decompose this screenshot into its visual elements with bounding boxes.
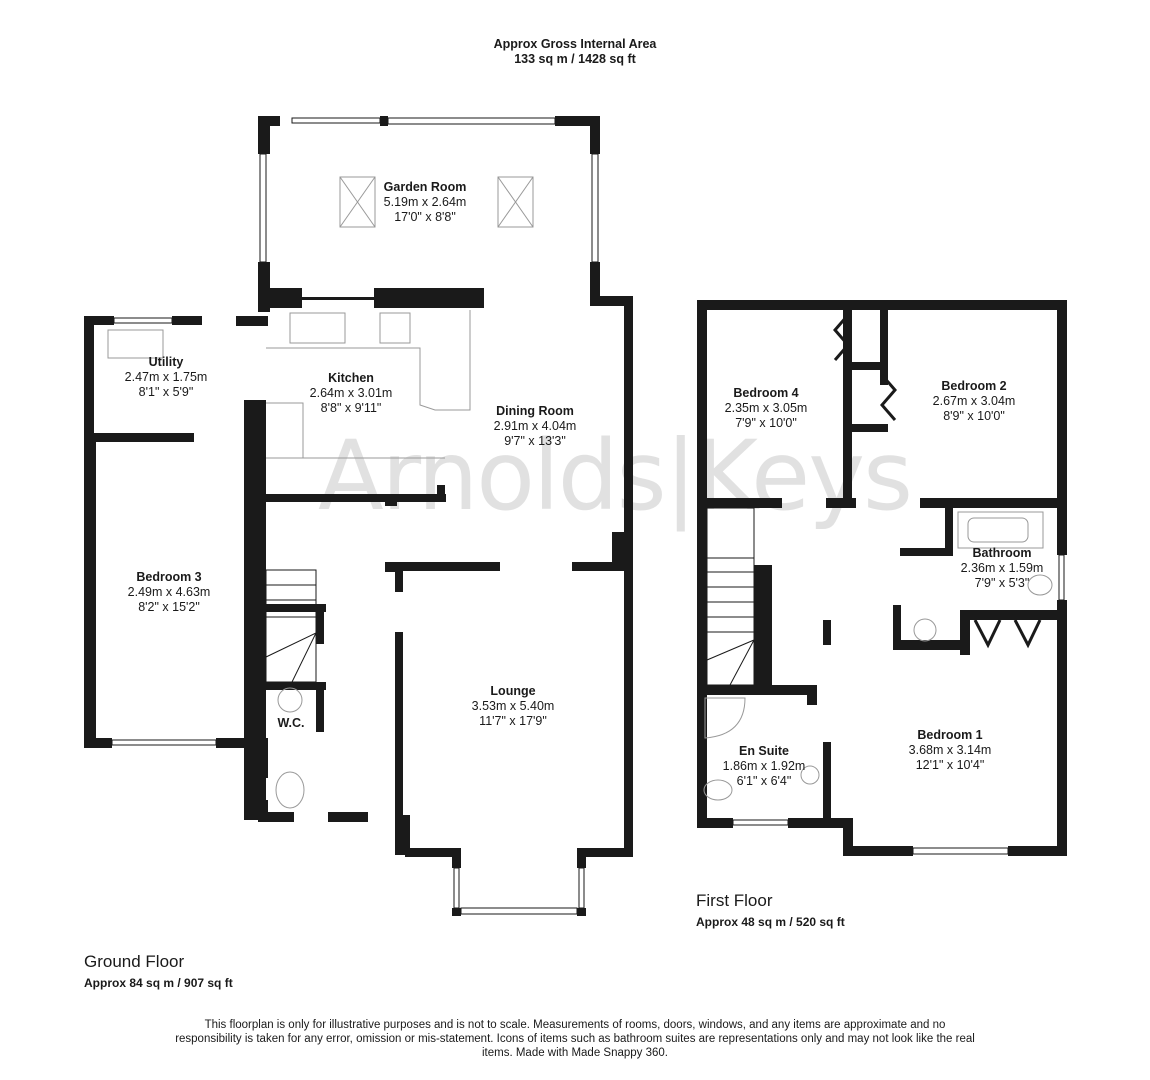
room-imperial: 11'7" x 17'9" bbox=[479, 714, 547, 728]
room-metric: 2.67m x 3.04m bbox=[932, 394, 1016, 408]
room-name: Garden Room bbox=[383, 180, 467, 194]
room-bedroom-1: Bedroom 1 3.68m x 3.14m 12'1" x 10'4" bbox=[909, 728, 992, 773]
room-name: Bathroom bbox=[972, 546, 1032, 560]
gross-area-value: 133 sq m / 1428 sq ft bbox=[514, 52, 636, 66]
room-imperial: 6'1" x 6'4" bbox=[736, 774, 792, 788]
room-name: Bedroom 3 bbox=[136, 570, 202, 584]
room-imperial: 12'1" x 10'4" bbox=[915, 758, 985, 772]
ground-floor-walls bbox=[84, 116, 633, 916]
room-name: Kitchen bbox=[328, 371, 374, 385]
wardrobe-doors bbox=[833, 314, 1042, 649]
ground-floor-stairs bbox=[265, 569, 317, 683]
first-floor-name: First Floor bbox=[696, 891, 773, 910]
room-imperial: 8'8" x 9'11" bbox=[320, 401, 382, 415]
first-floor-windows bbox=[732, 301, 1065, 855]
room-metric: 1.86m x 1.92m bbox=[722, 759, 806, 773]
room-imperial: 7'9" x 10'0" bbox=[735, 416, 797, 430]
room-lounge: Lounge 3.53m x 5.40m 11'7" x 17'9" bbox=[472, 684, 555, 729]
room-metric: 3.53m x 5.40m bbox=[471, 699, 555, 713]
room-garden-room: Garden Room 5.19m x 2.64m 17'0" x 8'8" bbox=[384, 180, 467, 225]
room-bedroom-2: Bedroom 2 2.67m x 3.04m 8'9" x 10'0" bbox=[933, 379, 1016, 424]
room-metric: 2.36m x 1.59m bbox=[960, 561, 1044, 575]
room-imperial: 8'2" x 15'2" bbox=[138, 600, 200, 614]
room-imperial: 9'7" x 13'3" bbox=[504, 434, 566, 448]
room-metric: 2.49m x 4.63m bbox=[127, 585, 211, 599]
ground-floor-fixtures bbox=[107, 176, 534, 809]
room-imperial: 8'1" x 5'9" bbox=[138, 385, 194, 399]
room-name: Bedroom 4 bbox=[733, 386, 799, 400]
room-name: Bedroom 2 bbox=[941, 379, 1007, 393]
first-floor-fixtures bbox=[703, 511, 1053, 801]
room-wc: W.C. bbox=[277, 716, 304, 731]
ground-floor-name: Ground Floor bbox=[84, 952, 185, 971]
room-imperial: 17'0" x 8'8" bbox=[394, 210, 456, 224]
disclaimer-text: This floorplan is only for illustrative … bbox=[175, 1019, 975, 1059]
room-kitchen: Kitchen 2.64m x 3.01m 8'8" x 9'11" bbox=[310, 371, 393, 416]
gross-area-title: Approx Gross Internal Area bbox=[493, 37, 657, 51]
room-bedroom-4: Bedroom 4 2.35m x 3.05m 7'9" x 10'0" bbox=[725, 386, 808, 431]
ground-floor-area: Approx 84 sq m / 907 sq ft bbox=[84, 976, 233, 990]
room-bathroom: Bathroom 2.36m x 1.59m 7'9" x 5'3" bbox=[961, 546, 1044, 591]
room-metric: 2.64m x 3.01m bbox=[309, 386, 393, 400]
first-floor-walls bbox=[697, 300, 1067, 856]
room-imperial: 7'9" x 5'3" bbox=[974, 576, 1030, 590]
room-metric: 3.68m x 3.14m bbox=[908, 743, 992, 757]
room-name: Lounge bbox=[490, 684, 536, 698]
room-metric: 2.91m x 4.04m bbox=[493, 419, 577, 433]
room-imperial: 8'9" x 10'0" bbox=[943, 409, 1005, 423]
room-en-suite: En Suite 1.86m x 1.92m 6'1" x 6'4" bbox=[723, 744, 806, 789]
ground-floor-caption: Ground Floor Approx 84 sq m / 907 sq ft bbox=[84, 952, 233, 990]
room-bedroom-3: Bedroom 3 2.49m x 4.63m 8'2" x 15'2" bbox=[128, 570, 211, 615]
room-name: En Suite bbox=[738, 744, 789, 758]
room-metric: 2.35m x 3.05m bbox=[724, 401, 808, 415]
first-floor-stairs bbox=[706, 507, 755, 686]
room-utility: Utility 2.47m x 1.75m 8'1" x 5'9" bbox=[125, 355, 208, 400]
first-floor-area: Approx 48 sq m / 520 sq ft bbox=[696, 915, 845, 929]
room-name: Utility bbox=[148, 355, 184, 369]
room-metric: 5.19m x 2.64m bbox=[383, 195, 467, 209]
room-dining-room: Dining Room 2.91m x 4.04m 9'7" x 13'3" bbox=[494, 404, 577, 449]
gross-area-header: Approx Gross Internal Area 133 sq m / 14… bbox=[0, 37, 1150, 67]
first-floor-caption: First Floor Approx 48 sq m / 520 sq ft bbox=[696, 891, 845, 929]
room-name: Dining Room bbox=[496, 404, 574, 418]
ground-floor-windows bbox=[111, 117, 599, 915]
room-name: W.C. bbox=[277, 716, 305, 730]
room-metric: 2.47m x 1.75m bbox=[124, 370, 208, 384]
room-name: Bedroom 1 bbox=[917, 728, 983, 742]
